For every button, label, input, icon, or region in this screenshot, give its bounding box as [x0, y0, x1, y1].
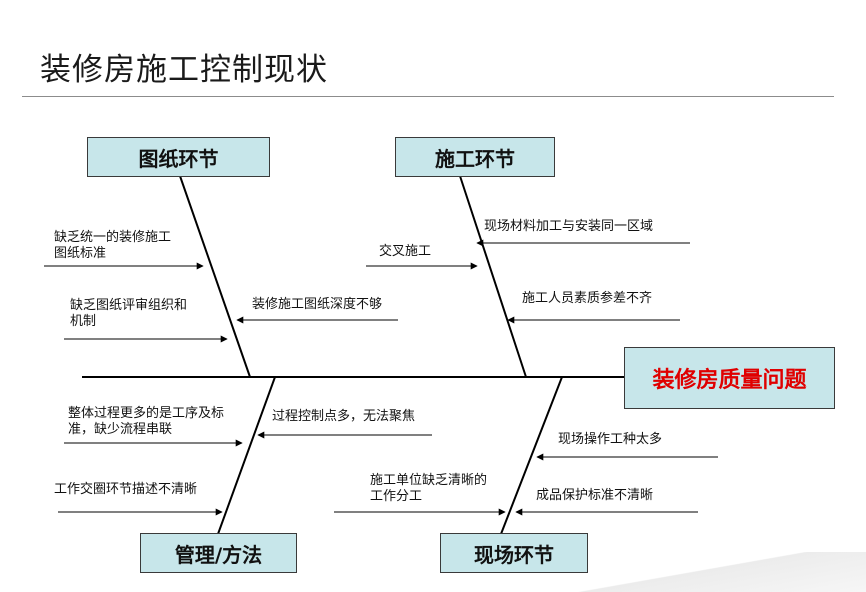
cause-construction-3: 施工人员素质参差不齐 [522, 291, 652, 307]
cause-drawings-3: 装修施工图纸深度不够 [252, 297, 382, 313]
category-construction: 施工环节 [395, 137, 555, 177]
cause-text: 工作交圈环节描述不清晰 [54, 482, 198, 497]
cause-text: 准，缺少流程串联 [68, 422, 173, 437]
cause-text: 施工单位缺乏清晰的 [370, 473, 488, 488]
bone-site [500, 376, 563, 535]
cause-construction-2: 交叉施工 [379, 244, 431, 260]
cause-drawings-2: 缺乏图纸评审组织和 机制 [70, 298, 187, 330]
cause-management-2: 过程控制点多，无法聚焦 [272, 409, 415, 425]
cause-text: 缺乏统一的装修施工 [54, 230, 172, 245]
cause-text: 施工人员素质参差不齐 [522, 291, 653, 306]
bone-management [217, 376, 276, 535]
effect-box: 装修房质量问题 [624, 347, 835, 409]
cause-text: 交叉施工 [379, 244, 432, 259]
cause-text: 成品保护标准不清晰 [536, 488, 654, 503]
category-drawings: 图纸环节 [87, 137, 270, 177]
cause-text: 整体过程更多的是工序及标 [68, 406, 225, 421]
cause-text: 工作分工 [370, 489, 423, 504]
title-divider [22, 96, 834, 97]
cause-text: 现场材料加工与安装同一区域 [484, 219, 654, 234]
cause-site-2: 施工单位缺乏清晰的 工作分工 [370, 473, 487, 505]
cause-drawings-1: 缺乏统一的装修施工 图纸标准 [54, 230, 171, 262]
cause-text: 现场操作工种太多 [558, 432, 663, 447]
bone-drawings [179, 175, 251, 378]
cause-text: 机制 [70, 314, 97, 329]
bone-construction [459, 175, 527, 378]
cause-management-3: 工作交圈环节描述不清晰 [54, 482, 197, 498]
cause-management-1: 整体过程更多的是工序及标 准，缺少流程串联 [68, 406, 224, 438]
corner-decoration [566, 552, 866, 592]
cause-site-3: 成品保护标准不清晰 [536, 488, 653, 504]
cause-text: 缺乏图纸评审组织和 [70, 298, 188, 313]
cause-text: 过程控制点多，无法聚焦 [272, 409, 416, 424]
cause-text: 装修施工图纸深度不够 [252, 297, 383, 312]
category-site: 现场环节 [440, 533, 588, 573]
slide-title: 装修房施工控制现状 [40, 52, 328, 88]
category-management: 管理/方法 [140, 533, 297, 573]
cause-text: 图纸标准 [54, 246, 107, 261]
cause-construction-1: 现场材料加工与安装同一区域 [484, 219, 653, 235]
cause-site-1: 现场操作工种太多 [558, 432, 662, 448]
